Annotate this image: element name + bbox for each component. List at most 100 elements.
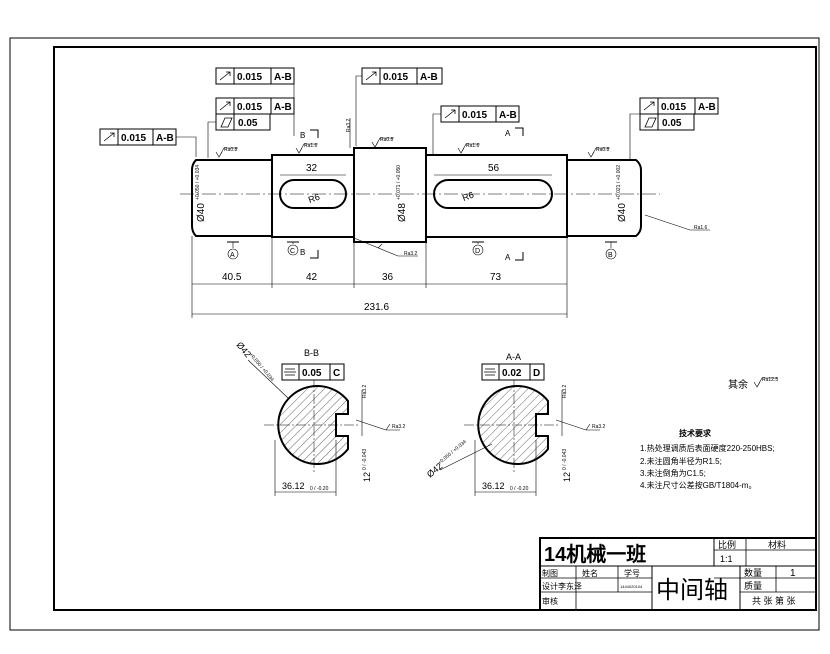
tol-key-datum: A-B: [499, 110, 517, 121]
aa-datum: D: [533, 368, 540, 379]
shaft-view: R6 R6 32 56 Ø40 +0.050 / +0.034 Ø48 +0.0…: [180, 118, 710, 318]
ra-collar-bottom: Ra3.2: [404, 251, 418, 257]
tol-right-datum: A-B: [698, 102, 716, 113]
tech-title: 技术要求: [679, 428, 712, 438]
aa-key: 12: [562, 472, 572, 482]
tolerance-frames: 0.015 A-B 0.015 A-B 0.015 A-B 0.05 0.015…: [99, 67, 719, 160]
bb-ra-side: Ra3.2: [392, 424, 406, 430]
part-name: 中间轴: [656, 577, 728, 604]
dia-mid: Ø48: [397, 203, 408, 222]
keyway2-radius: R6: [461, 190, 475, 203]
tech-line-1: 1.热处理调质后表面硬度220-250HBS;: [640, 443, 775, 453]
ra-key1: Ra1.6: [304, 143, 318, 149]
section-b-bottom: B: [300, 248, 305, 257]
ra-collar: Ra0.8: [380, 137, 394, 143]
datum-c: C: [290, 248, 295, 255]
aa-title: A-A: [506, 352, 521, 362]
segment-collar: [353, 147, 427, 243]
tol-left-value: 0.015: [121, 133, 146, 144]
bb-width-tol: 0 / -0.20: [310, 486, 329, 492]
aa-ra-side: Ra3.2: [592, 424, 606, 430]
bb-datum: C: [333, 368, 340, 379]
draw-label: 制图: [542, 568, 558, 578]
svg-text:A-B: A-B: [274, 102, 292, 113]
keyway1-radius: R6: [307, 192, 321, 205]
bb-key: 12: [362, 472, 372, 482]
datum-b: B: [608, 252, 613, 259]
segment-right: [566, 159, 642, 237]
section-b-top: B: [300, 131, 305, 140]
other-ra: Ra12.5: [762, 377, 778, 383]
section-a-top: A: [505, 129, 511, 138]
tech-requirements: 技术要求 1.热处理调质后表面硬度220-250HBS; 2.未注圆角半径为R1…: [640, 428, 775, 490]
dia-right-tol: +0.021 / +0.002: [616, 165, 622, 200]
tol-top-value: 0.015: [383, 72, 408, 83]
dia-right: Ø40: [617, 203, 628, 222]
dim-seg1: 40.5: [222, 272, 242, 283]
bb-width: 36.12: [282, 481, 305, 491]
sheets-label: 共 张 第 张: [752, 595, 796, 606]
svg-text:0.015: 0.015: [237, 102, 262, 113]
tol-left-datum: A-B: [156, 133, 174, 144]
bb-title: B-B: [304, 348, 319, 358]
length-dims: 40.5 42 36 73 231.6: [191, 236, 568, 318]
bb-sym: 0.05: [302, 368, 322, 379]
other-label: 其余: [728, 378, 748, 391]
bb-ra-top: Ra3.2: [362, 384, 368, 398]
dia-left: Ø40: [196, 203, 207, 222]
datum-symbols: A C D B: [227, 241, 617, 260]
material-label: 材料: [768, 539, 786, 550]
tol-top-datum: A-B: [420, 72, 438, 83]
dia-left-tol: +0.050 / +0.034: [195, 165, 201, 200]
dim-seg3: 36: [382, 272, 394, 283]
bb-dia-tol: +0.050 / +0.034: [248, 352, 275, 383]
aa-ra-top: Ra3.2: [562, 384, 568, 398]
student-id: 1444020104: [620, 584, 643, 589]
review-label: 审核: [542, 596, 558, 606]
scale-label: 比例: [718, 539, 736, 550]
dia-mid-tol: +0.071 / +0.050: [396, 165, 402, 200]
datum-a: A: [230, 252, 235, 259]
tech-line-3: 3.未注倒角为C1.5;: [640, 468, 706, 478]
tol-step-datum: A-B: [274, 72, 292, 83]
key1-length: 32: [306, 163, 318, 174]
ra-right: Ra0.8: [596, 147, 610, 153]
roughness-marks: Ra0.8 Ra1.6 Ra0.8 Ra1.6 Ra0.8 Ra3.2 Ra3.…: [215, 118, 710, 257]
dim-seg4: 73: [490, 272, 502, 283]
section-bb: B-B 0.05 C Ø42 +0.050 / +0.034 36.12 0 /…: [234, 340, 406, 496]
ra-shoulder: Ra3.2: [346, 118, 352, 132]
ra-end: Ra1.6: [694, 225, 708, 231]
tol-step-value: 0.015: [237, 72, 262, 83]
dim-total: 231.6: [364, 302, 389, 313]
section-aa: A-A 0.02 D Ø42 +0.050 / +0.034 36.12 0 /…: [425, 352, 606, 496]
tol-right-cyl: 0.05: [662, 118, 682, 129]
qty-value: 1: [790, 568, 796, 579]
section-a-bottom: A: [505, 253, 511, 262]
svg-text:Ra0.8: Ra0.8: [224, 147, 238, 153]
designer-name: 李东泽: [558, 581, 582, 591]
aa-sym: 0.02: [502, 368, 522, 379]
datum-d: D: [475, 248, 480, 255]
name-label: 姓名: [582, 568, 598, 578]
dim-seg2: 42: [306, 272, 318, 283]
class-name: 14机械一班: [544, 542, 646, 566]
aa-key-tol: 0 / -0.043: [562, 449, 568, 470]
mass-label: 质量: [744, 580, 762, 591]
design-label: 设计: [542, 581, 558, 591]
tech-line-4: 4.未注尺寸公差按GB/T1804-m。: [640, 480, 756, 490]
bb-key-tol: 0 / -0.043: [362, 449, 368, 470]
ra-key2: Ra1.6: [466, 143, 480, 149]
outer-border: [9, 37, 820, 631]
aa-width: 36.12: [482, 481, 505, 491]
inner-border: [53, 46, 817, 611]
other-roughness: 其余 Ra12.5: [728, 377, 778, 391]
section-cut-markers: B A B A: [300, 127, 524, 262]
keyway-1: [279, 179, 347, 209]
tol-step-cyl: 0.05: [238, 118, 258, 129]
key2-length: 56: [488, 163, 500, 174]
aa-dia-tol: +0.050 / +0.034: [437, 439, 468, 466]
aa-width-tol: 0 / -0.20: [510, 486, 529, 492]
title-block: 14机械一班 比例 1:1 材料 制图 姓名 学号 设计 李东泽 1444020…: [539, 537, 817, 611]
scale-value: 1:1: [720, 554, 733, 564]
